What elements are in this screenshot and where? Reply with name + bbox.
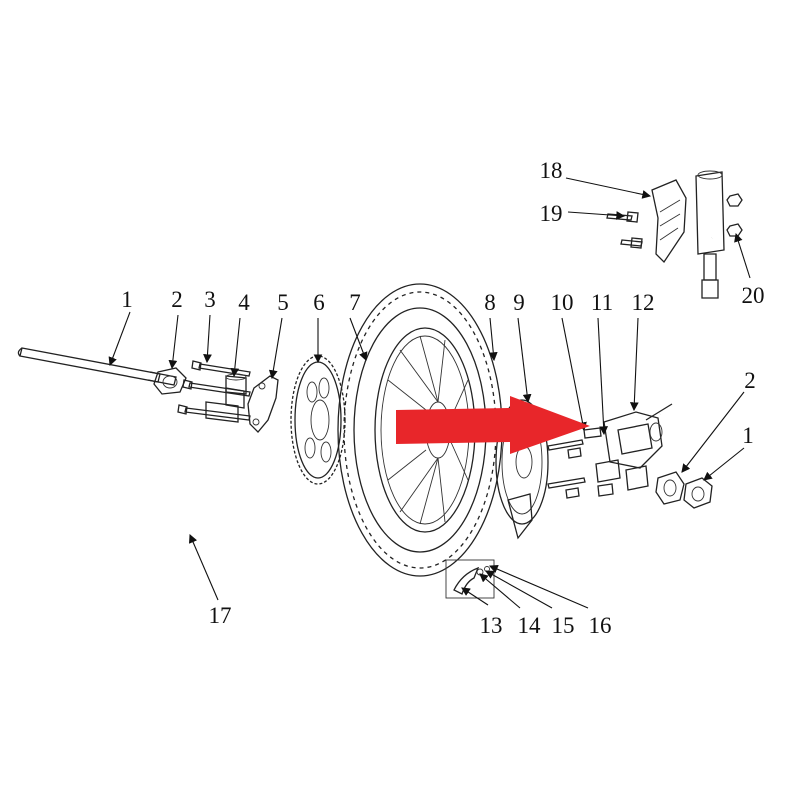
master-cylinder <box>695 170 725 299</box>
callout-1-right: 1 <box>742 423 754 448</box>
callout-17: 17 <box>209 603 232 628</box>
callout-4: 4 <box>238 290 250 315</box>
highlight-arrow <box>396 396 590 454</box>
bracket-bolts <box>606 211 643 249</box>
drive-chain <box>100 460 258 546</box>
valve-stem-inset <box>445 559 495 599</box>
cylinder-nuts <box>726 193 743 237</box>
callout-2-right: 2 <box>744 368 756 393</box>
callout-18: 18 <box>540 158 563 183</box>
lock-plate <box>247 375 279 433</box>
master-cylinder-bracket <box>651 179 687 264</box>
callout-14: 14 <box>518 613 542 638</box>
brake-caliper <box>603 403 673 469</box>
axle-nut-right <box>655 471 685 505</box>
callout-9: 9 <box>513 290 525 315</box>
brake-hose <box>659 237 720 416</box>
callout-5: 5 <box>277 290 289 315</box>
callout-11: 11 <box>591 290 613 315</box>
callout-6: 6 <box>313 290 325 315</box>
wheel-spacers <box>595 459 649 497</box>
callout-1: 1 <box>121 287 133 312</box>
callout-2: 2 <box>171 287 183 312</box>
callout-13: 13 <box>480 613 503 638</box>
callout-19: 19 <box>540 201 563 226</box>
callout-20: 20 <box>742 283 765 308</box>
leader-lines <box>108 177 751 609</box>
rear-axle <box>17 347 177 386</box>
callout-labels: 1 2 3 4 5 6 7 8 9 10 11 12 2 1 13 14 15 … <box>121 158 764 638</box>
callout-3: 3 <box>204 287 216 312</box>
axle-end-nut <box>683 477 713 509</box>
callout-10: 10 <box>551 290 574 315</box>
callout-15: 15 <box>552 613 575 638</box>
callout-7: 7 <box>349 290 361 315</box>
rear-sprocket <box>290 355 346 485</box>
callout-8: 8 <box>484 290 496 315</box>
callout-16: 16 <box>589 613 612 638</box>
callout-12: 12 <box>632 290 655 315</box>
disc-bolts <box>547 427 602 499</box>
